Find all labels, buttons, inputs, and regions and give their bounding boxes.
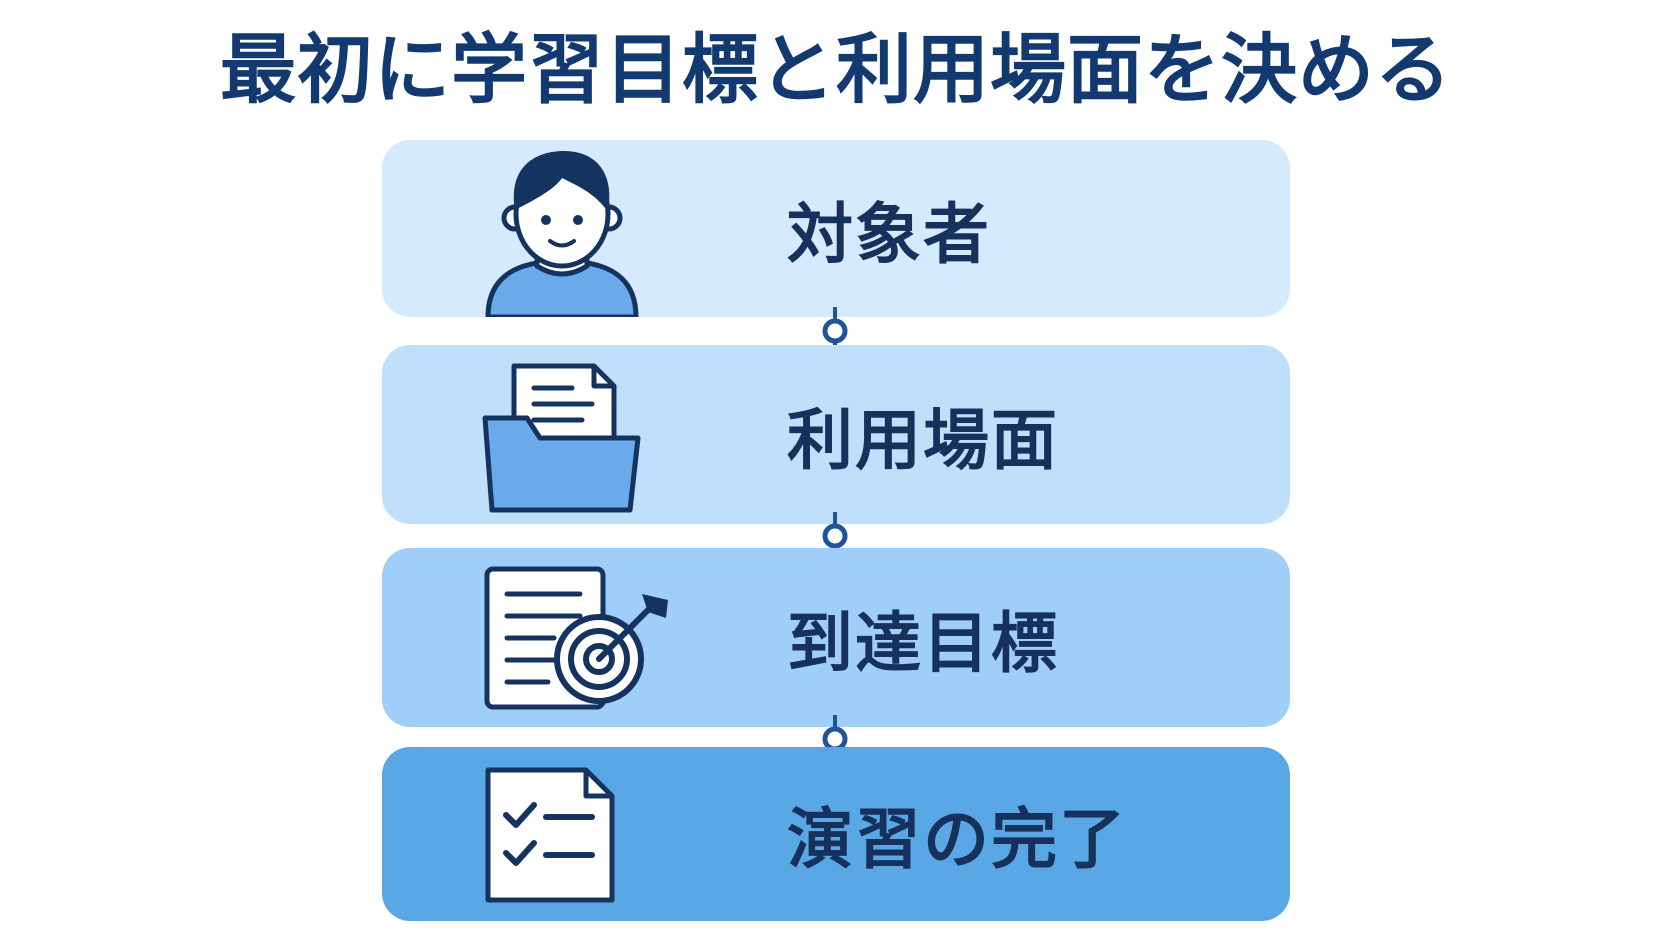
- step-usage-scene: 利用場面: [382, 345, 1290, 524]
- step-label-usage-scene: 利用場面: [787, 401, 1059, 479]
- step-label-target-audience: 対象者: [787, 195, 991, 273]
- document-target-icon: [484, 566, 668, 710]
- step-label-learning-goal: 到達目標: [787, 604, 1059, 682]
- person-icon: [485, 151, 639, 317]
- folder-document-icon: [482, 363, 641, 513]
- step-target-audience: 対象者: [382, 140, 1290, 317]
- checklist-icon: [485, 767, 615, 903]
- step-learning-goal: 到達目標: [382, 548, 1290, 727]
- step-exercise-completion: 演習の完了: [382, 747, 1290, 921]
- diagram-title: 最初に学習目標と利用場面を決める: [220, 25, 1452, 114]
- step-label-exercise-completion: 演習の完了: [787, 801, 1127, 878]
